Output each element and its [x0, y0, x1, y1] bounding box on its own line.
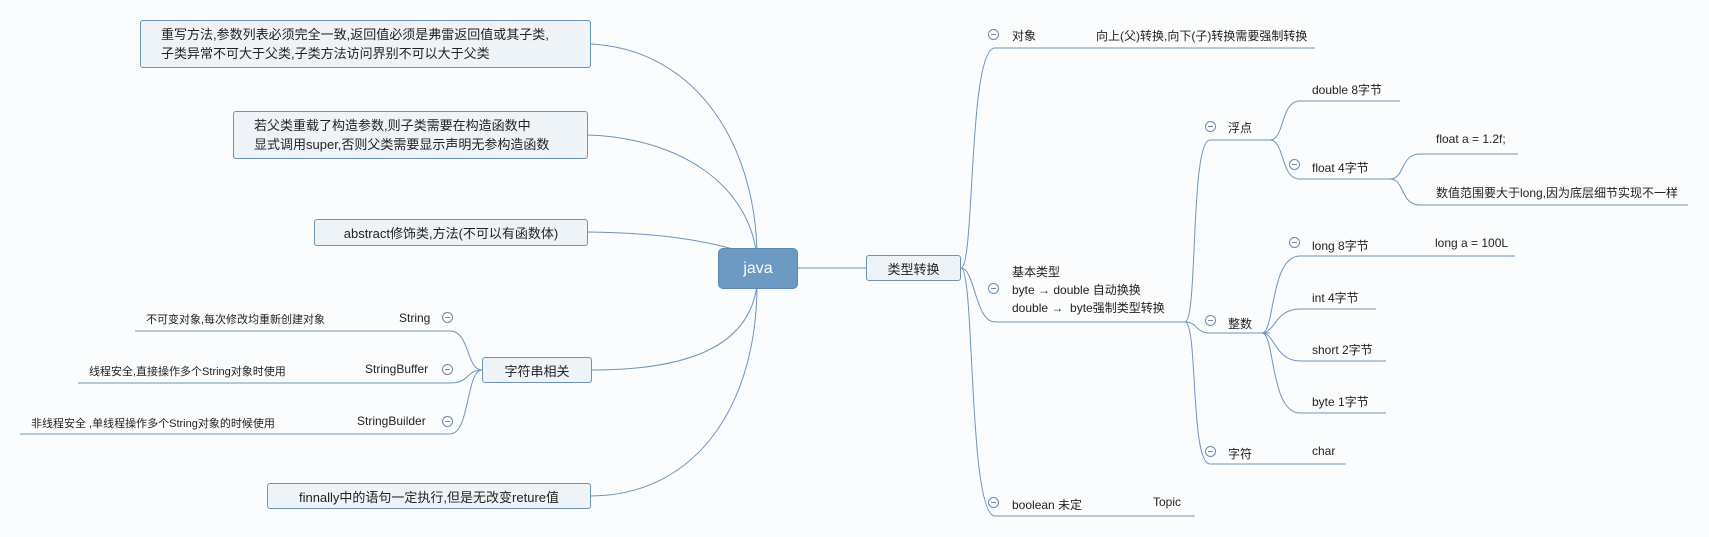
- stringbuffer-item-name[interactable]: StringBuffer: [365, 362, 429, 376]
- collapse-icon[interactable]: [442, 312, 453, 323]
- stringbuffer-item-desc: 线程安全,直接操作多个String对象时使用: [89, 366, 286, 378]
- override-note-text: 重写方法,参数列表必须完全一致,返回值必须是弗雷返回值或其子类, 子类异常不可大…: [161, 27, 549, 61]
- char-item[interactable]: char: [1312, 444, 1336, 458]
- object-desc: 向上(父)转换,向下(子)转换需要强制转换: [1096, 29, 1308, 43]
- stringbuilder-item-name[interactable]: StringBuilder: [357, 414, 426, 428]
- byte-item[interactable]: byte 1字节: [1312, 395, 1369, 409]
- type-conversion-label: 类型转换: [887, 261, 940, 277]
- short-item[interactable]: short 2字节: [1312, 343, 1373, 357]
- topic-placeholder[interactable]: Topic: [1153, 495, 1182, 509]
- string-topic[interactable]: 字符串相关: [482, 357, 592, 383]
- string-topic-label: 字符串相关: [504, 363, 570, 379]
- collapse-icon[interactable]: [1205, 121, 1216, 132]
- char-group-label[interactable]: 字符: [1228, 447, 1253, 461]
- primitive-label[interactable]: 基本类型 byte → double 自动换换 double → byte强制类…: [1012, 265, 1165, 315]
- int-item[interactable]: int 4字节: [1312, 291, 1359, 305]
- abstract-note-label: abstract修饰类,方法(不可以有函数体): [343, 226, 559, 241]
- object-label[interactable]: 对象: [1012, 29, 1037, 43]
- float-range-note: 数值范围要大于long,因为底层细节实现不一样: [1436, 186, 1679, 200]
- finally-note[interactable]: finnally中的语句一定执行,但是无改变reture值: [267, 483, 591, 509]
- collapse-icon[interactable]: [1289, 237, 1300, 248]
- long-item[interactable]: long 8字节: [1312, 239, 1369, 253]
- float-item[interactable]: float 4字节: [1312, 161, 1369, 175]
- collapse-icon[interactable]: [988, 283, 999, 294]
- float-group-label[interactable]: 浮点: [1228, 121, 1253, 135]
- constructor-note-text: 若父类重载了构造参数,则子类需要在构造函数中 显式调用super,否则父类需要显…: [254, 118, 550, 152]
- string-item-desc: 不可变对象,每次修改均重新创建对象: [146, 314, 326, 326]
- collapse-icon[interactable]: [988, 29, 999, 40]
- collapse-icon[interactable]: [1205, 315, 1216, 326]
- double-item[interactable]: double 8字节: [1312, 83, 1383, 97]
- collapse-icon[interactable]: [442, 364, 453, 375]
- abstract-note[interactable]: abstract修饰类,方法(不可以有函数体): [314, 219, 588, 246]
- collapse-icon[interactable]: [988, 497, 999, 508]
- long-example: long a = 100L: [1435, 236, 1509, 250]
- constructor-note[interactable]: 若父类重载了构造参数,则子类需要在构造函数中 显式调用super,否则父类需要显…: [233, 111, 588, 159]
- collapse-icon[interactable]: [442, 416, 453, 427]
- stringbuilder-item-desc: 非线程安全 ,单线程操作多个String对象的时候使用: [31, 418, 275, 430]
- override-note[interactable]: 重写方法,参数列表必须完全一致,返回值必须是弗雷返回值或其子类, 子类异常不可大…: [140, 20, 591, 68]
- type-conversion-topic[interactable]: 类型转换: [866, 255, 961, 281]
- finally-note-label: finnally中的语句一定执行,但是无改变reture值: [298, 489, 560, 505]
- float-example: float a = 1.2f;: [1436, 132, 1506, 146]
- root-label: java: [743, 259, 773, 277]
- integer-group-label[interactable]: 整数: [1228, 317, 1253, 331]
- string-item-name[interactable]: String: [399, 311, 431, 325]
- collapse-icon[interactable]: [1205, 446, 1216, 457]
- boolean-label[interactable]: boolean 未定: [1012, 498, 1083, 512]
- collapse-icon[interactable]: [1289, 159, 1300, 170]
- root-topic[interactable]: java: [718, 248, 798, 289]
